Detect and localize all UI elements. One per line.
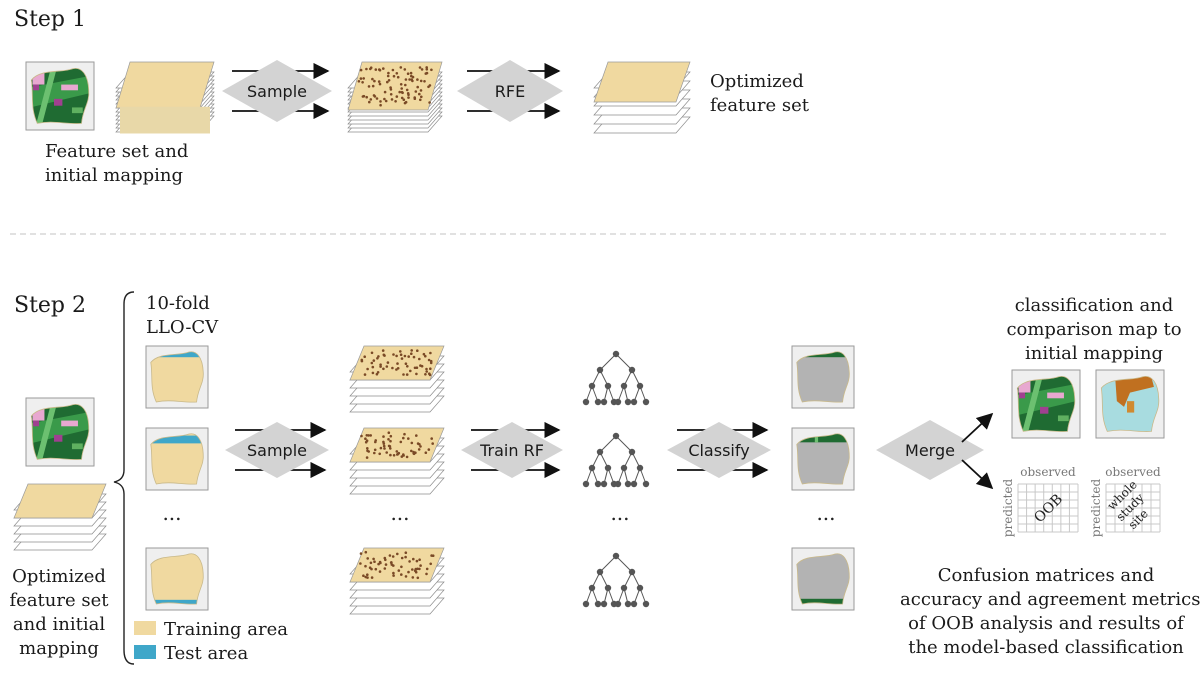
fold-stack-1	[349, 345, 445, 413]
merge-arrow-down	[961, 459, 994, 490]
svg-text:Classify: Classify	[688, 441, 749, 460]
matrix-observed-label: observed	[1105, 465, 1161, 479]
svg-text:Merge: Merge	[905, 441, 955, 460]
step2-title: Step 2	[14, 293, 87, 318]
rf-tree-2	[582, 432, 650, 488]
matrix-predicted-label: predicted	[1001, 479, 1015, 538]
svg-text:Sample: Sample	[247, 82, 307, 101]
step2-initial-map	[25, 397, 95, 467]
fold-stack-3	[349, 547, 445, 615]
step1-title: Step 1	[14, 7, 87, 32]
result-caption: Confusion matrices and accuracy and agre…	[900, 565, 1200, 658]
step1-optimized-stack	[593, 61, 691, 134]
step1-rfe-op: RFE	[457, 60, 563, 122]
step1-input-caption: Feature set and initial mapping	[45, 141, 189, 186]
svg-text:Train RF: Train RF	[479, 441, 544, 460]
train-rf-op: Train RF	[461, 421, 563, 479]
legend-swatch-test	[134, 645, 156, 659]
fold-stack-2	[349, 427, 445, 495]
step1-feature-stack	[115, 61, 215, 134]
step1-sampled-stack	[347, 61, 443, 133]
result-title: classification and comparison map to ini…	[1006, 295, 1182, 364]
matrix-observed-label: observed	[1020, 465, 1076, 479]
merge-arrow-up	[961, 412, 994, 443]
classified-map-2	[791, 427, 855, 491]
result-comparison-map	[1095, 369, 1165, 439]
rf-tree-3	[582, 552, 650, 608]
step1-sample-op: Sample	[222, 60, 332, 122]
ellipsis-3: ...	[610, 501, 629, 525]
merge-op: Merge	[876, 412, 994, 490]
step1-output-caption: Optimized feature set	[710, 71, 809, 116]
classify-op: Classify	[667, 421, 771, 479]
classified-map-3	[791, 547, 855, 611]
ellipsis-2: ...	[390, 501, 409, 525]
classified-map-1	[791, 345, 855, 409]
legend-label-test: Test area	[164, 643, 249, 664]
cv-label: 10-fold LLO-CV	[146, 293, 219, 338]
ellipsis-1: ...	[162, 501, 181, 525]
rf-tree-1	[582, 350, 650, 406]
step1-initial-map	[25, 61, 95, 131]
matrix-predicted-label: predicted	[1089, 479, 1103, 538]
step2-optimized-stack	[13, 483, 107, 551]
ellipsis-4: ...	[816, 501, 835, 525]
fold-map-1	[145, 345, 209, 409]
cv-brace	[113, 291, 135, 665]
result-classification-map	[1011, 369, 1081, 439]
fold-map-2	[145, 427, 209, 491]
step2-input-caption: Optimized feature set and initial mappin…	[9, 566, 109, 659]
svg-text:RFE: RFE	[495, 82, 525, 101]
svg-text:Sample: Sample	[247, 441, 307, 460]
legend-swatch-training	[134, 621, 156, 635]
step2-sample-op: Sample	[225, 421, 329, 479]
fold-map-3	[145, 547, 209, 611]
legend-label-training: Training area	[164, 619, 289, 640]
